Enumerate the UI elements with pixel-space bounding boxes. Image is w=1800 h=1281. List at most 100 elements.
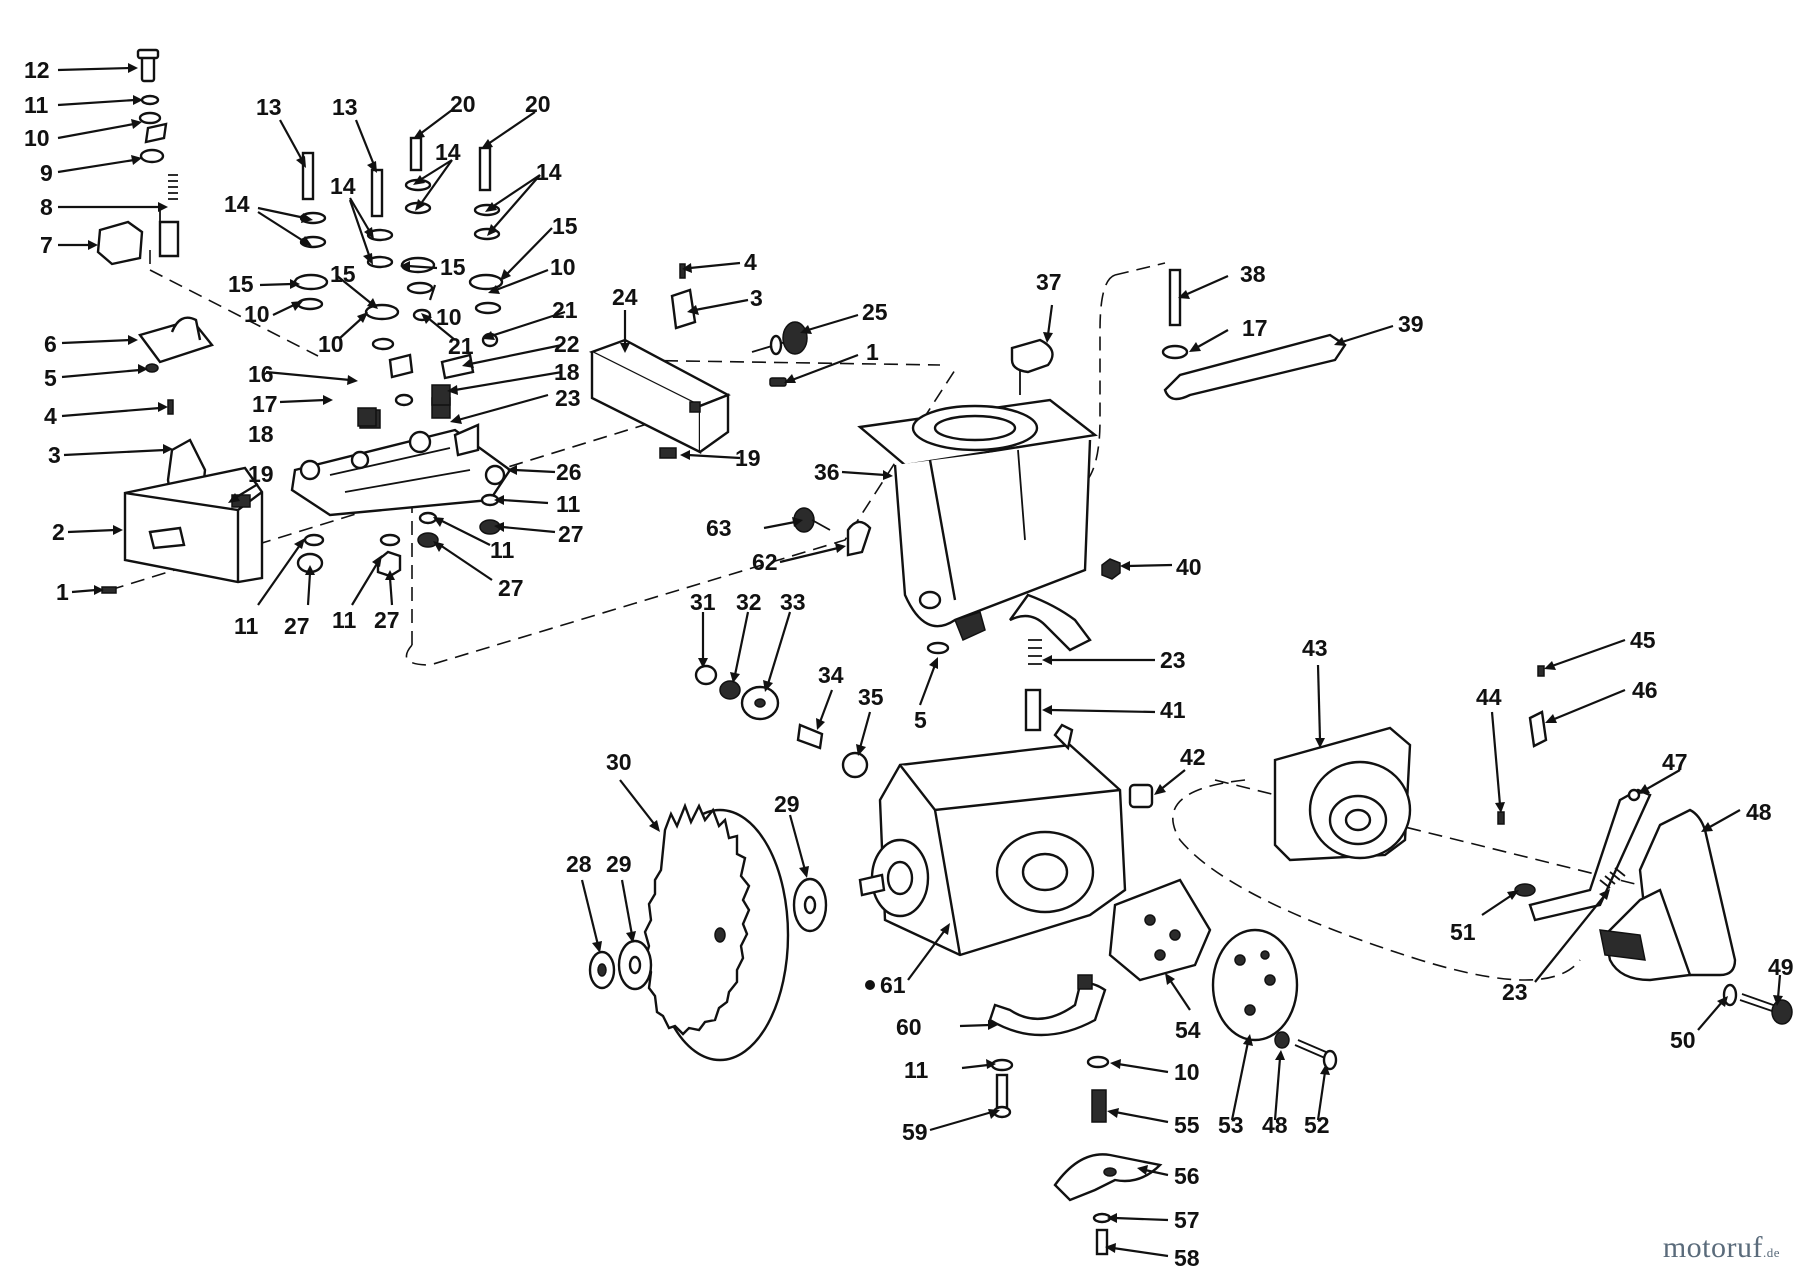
- callout-24: 24: [612, 284, 638, 310]
- callout-3: 3: [750, 285, 763, 311]
- callout-59: 59: [902, 1119, 928, 1145]
- part-spring-23-washer-51: [1514, 867, 1626, 897]
- part-knob-63-62: [793, 507, 872, 557]
- callout-23: 23: [1160, 647, 1186, 673]
- part-small-bits-22-18-16-17: [357, 353, 475, 427]
- part-nut-40: [1101, 558, 1121, 580]
- part-bolts-59-55-11-10: [990, 1055, 1110, 1123]
- part-washers-11-10-9: [138, 94, 168, 164]
- callout-5: 5: [44, 365, 57, 391]
- callout-14: 14: [330, 173, 356, 199]
- part-washers-31-32-33-34-35: [694, 664, 869, 779]
- part-bushing-42: [1128, 783, 1154, 809]
- part-clip-7: [96, 220, 180, 266]
- callout-15: 15: [330, 261, 356, 287]
- part-knob-25: [751, 321, 808, 356]
- callout-9: 9: [40, 160, 53, 186]
- leader-lines: [57, 63, 1783, 1258]
- callout-15: 15: [552, 213, 578, 239]
- callout-42: 42: [1180, 744, 1206, 770]
- callout-25: 25: [862, 299, 888, 325]
- callout-54: 54: [1175, 1017, 1201, 1043]
- callout-27: 27: [284, 613, 310, 639]
- watermark: motoruf.de: [1663, 1231, 1780, 1265]
- part-washers-5-23-41: [926, 639, 1042, 732]
- part-saw-blade-30: [643, 802, 790, 1062]
- callout-13: 13: [332, 94, 358, 120]
- part-gearbox-61: [858, 723, 1127, 957]
- callout-5: 5: [914, 707, 927, 733]
- part-base-block-2: [123, 466, 264, 584]
- callout-19: 19: [735, 445, 761, 471]
- part-washer-57-bolt-58: [1092, 1212, 1112, 1256]
- callout-13: 13: [256, 94, 282, 120]
- callout-1: 1: [866, 339, 879, 365]
- callout-14: 14: [536, 159, 562, 185]
- callout-10: 10: [436, 304, 462, 330]
- callout-33: 33: [780, 589, 806, 615]
- part-guard-cover-48: [1599, 808, 1737, 982]
- callout-10: 10: [318, 331, 344, 357]
- callout-37: 37: [1036, 269, 1062, 295]
- callout-27: 27: [374, 607, 400, 633]
- callout-19: 19: [248, 461, 274, 487]
- callout-60: 60: [896, 1014, 922, 1040]
- callout-14: 14: [224, 191, 250, 217]
- callout-2: 2: [52, 519, 65, 545]
- callout-46: 46: [1632, 677, 1658, 703]
- callout-41: 41: [1160, 697, 1186, 723]
- callout-45: 45: [1630, 627, 1656, 653]
- callout-20: 20: [450, 91, 476, 117]
- callout-58: 58: [1174, 1245, 1200, 1271]
- callout-11: 11: [332, 607, 357, 633]
- callout-43: 43: [1302, 635, 1328, 661]
- callout-51: 51: [1450, 919, 1476, 945]
- part-hook-37: [1010, 338, 1054, 395]
- callout-48: 48: [1262, 1112, 1288, 1138]
- callout-1: 1: [56, 579, 69, 605]
- callout-28: 28: [566, 851, 592, 877]
- part-lower-nuts-11-27: [296, 493, 501, 578]
- watermark-text: motoruf: [1662, 1231, 1763, 1264]
- callout-10: 10: [24, 125, 50, 151]
- part-bolt-49-washer-50: [1722, 983, 1793, 1025]
- callout-11: 11: [556, 491, 581, 517]
- callout-20: 20: [525, 91, 551, 117]
- callout-10: 10: [244, 301, 270, 327]
- callout-26: 26: [556, 459, 582, 485]
- part-angle-bracket-24: [588, 338, 731, 454]
- callout-17: 17: [1242, 315, 1268, 341]
- callout-32: 32: [736, 589, 762, 615]
- callout-62: 62: [752, 549, 778, 575]
- callout-38: 38: [1240, 261, 1266, 287]
- callout-44: 44: [1476, 684, 1502, 710]
- callout-12: 12: [24, 57, 50, 83]
- callout-21: 21: [448, 333, 474, 359]
- callout-15: 15: [228, 271, 254, 297]
- callout-16: 16: [248, 361, 274, 387]
- callout-29: 29: [606, 851, 632, 877]
- callout-34: 34: [818, 662, 844, 688]
- callout-40: 40: [1176, 554, 1202, 580]
- callout-47: 47: [1662, 749, 1688, 775]
- callout-23: 23: [1502, 979, 1528, 1005]
- callout-6: 6: [44, 331, 57, 357]
- callout-50: 50: [1670, 1027, 1696, 1053]
- callout-27: 27: [558, 521, 584, 547]
- callout-15: 15: [440, 254, 466, 280]
- part-handle-lever-47: [1528, 788, 1652, 922]
- part-screw-19-top: [659, 447, 677, 459]
- part-clip-3-top: [670, 263, 697, 330]
- callout-31: 31: [690, 589, 716, 615]
- callout-52: 52: [1304, 1112, 1330, 1138]
- part-bolt-12: [136, 48, 160, 83]
- part-mount-stacks: [293, 136, 504, 379]
- part-bolt-52-48: [1274, 1031, 1338, 1071]
- callout-22: 22: [554, 331, 580, 357]
- part-screw-1-left: [101, 586, 117, 594]
- callout-11: 11: [490, 537, 515, 563]
- part-bracket-6: [138, 316, 215, 364]
- callout-3: 3: [48, 442, 61, 468]
- callout-23: 23: [555, 385, 581, 411]
